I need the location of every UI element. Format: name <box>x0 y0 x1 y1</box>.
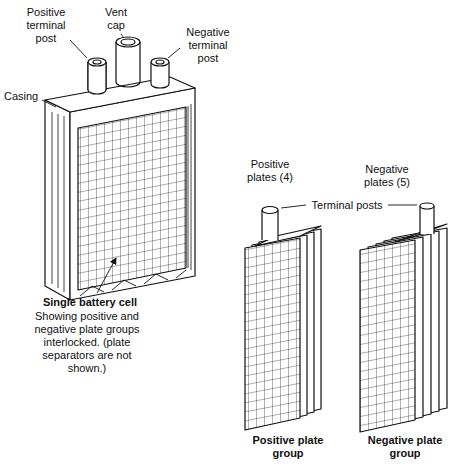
figure-note: Showing positive and negative plate grou… <box>22 310 152 375</box>
casing-front <box>70 88 195 300</box>
part-label: Positive terminal post <box>18 6 74 45</box>
casing-top <box>45 77 195 112</box>
leader-line <box>388 205 417 206</box>
leader-line <box>70 40 87 58</box>
cell-plates <box>78 107 186 290</box>
part-label: Positive plates (4) <box>238 158 302 184</box>
part-label: Vent cap <box>98 6 134 32</box>
part-label: Casing <box>4 90 49 103</box>
group-caption: Negative plate group <box>360 434 450 460</box>
part-label: Negative terminal post <box>178 26 238 65</box>
leader-line <box>42 100 56 107</box>
leader-line <box>121 34 124 38</box>
leader-line <box>168 48 180 58</box>
leader-line <box>281 205 306 208</box>
leader-arrow <box>97 258 116 293</box>
casing-side <box>45 100 70 300</box>
figure-heading: Single battery cell <box>28 296 152 309</box>
part-label: Terminal posts <box>306 199 388 212</box>
part-label: Negative plates (5) <box>352 163 422 189</box>
group-caption: Positive plate group <box>245 434 331 460</box>
